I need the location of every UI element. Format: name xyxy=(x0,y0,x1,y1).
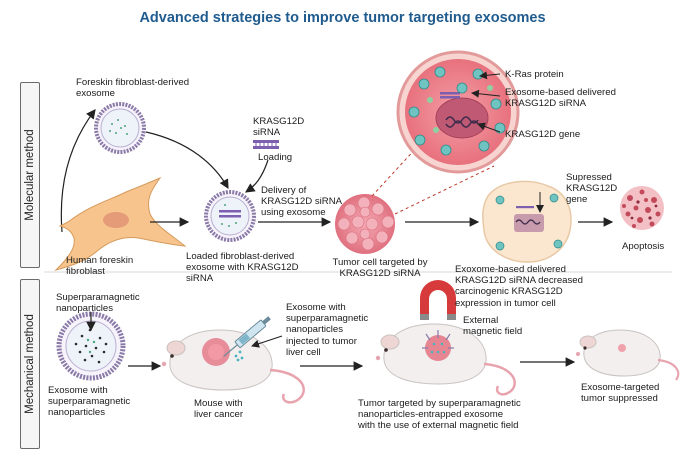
mouse-liver-cancer xyxy=(161,329,305,404)
tumor-cluster xyxy=(335,194,395,254)
exo-with-spm-label: Exosome with superparamagnetic nanoparti… xyxy=(48,385,131,419)
fibroblast-cell xyxy=(54,176,187,272)
fibroblast-label: Human foreskin fibroblast xyxy=(66,255,134,278)
loaded-exosome-label: Loaded fibroblast-derived exosome with K… xyxy=(186,251,299,285)
apoptosis-icon xyxy=(620,186,664,230)
kras-protein-label: K-Ras protein xyxy=(505,69,564,80)
mouse-label: Mouse with liver cancer xyxy=(194,398,244,421)
molecular-method-label: Molecular method xyxy=(20,82,40,268)
decreased-expression-label: Exoxome-based delivered KRASG12D siRNA d… xyxy=(455,264,583,309)
zoomed-tumor-cell xyxy=(396,50,520,174)
tumor-targeted-label: Tumor targeted by superparamagnetic nano… xyxy=(358,398,521,432)
foreskin-exosome xyxy=(94,102,146,154)
spm-exosome xyxy=(56,311,126,381)
tumor-suppressed-label: Exosome-targeted tumor suppressed xyxy=(581,382,660,405)
delivery-label: Delivery of KRASG12D siRNA using exosome xyxy=(261,185,343,219)
mouse-targeted xyxy=(375,323,516,396)
sirna-label: KRASG12D siRNA xyxy=(253,116,305,139)
injected-label: Exosome with superparamagnetic nanoparti… xyxy=(286,302,369,358)
loaded-exosome xyxy=(204,190,256,242)
sirna-icon xyxy=(253,140,279,149)
exo-delivered-label: Exosome-based delivered KRASG12D siRNA xyxy=(505,87,616,110)
spm-nanoparticles-label: Superparamagnetic nanoparticles xyxy=(56,292,140,315)
apoptosis-label: Apoptosis xyxy=(622,241,665,252)
figure-title: Advanced strategies to improve tumor tar… xyxy=(139,10,546,26)
mechanical-method-label: Mechanical method xyxy=(20,279,40,449)
mouse-tumor-suppressed xyxy=(576,329,680,381)
syringe-icon xyxy=(223,316,271,357)
loading-label: Loading xyxy=(258,152,293,163)
kras-gene-label: KRASG12D gene xyxy=(505,129,581,140)
foreskin-exosome-label: Foreskin fibroblast-derived exosome xyxy=(76,77,190,100)
tumor-cell-label: Tumor cell targeted by KRASG12D siRNA xyxy=(332,257,428,280)
suppressed-gene-label: Supressed KRASG12D gene xyxy=(566,172,618,206)
treated-tumor-cell xyxy=(482,180,572,263)
magnet-icon xyxy=(420,280,456,320)
external-field-label: External magnetic field xyxy=(463,315,523,338)
